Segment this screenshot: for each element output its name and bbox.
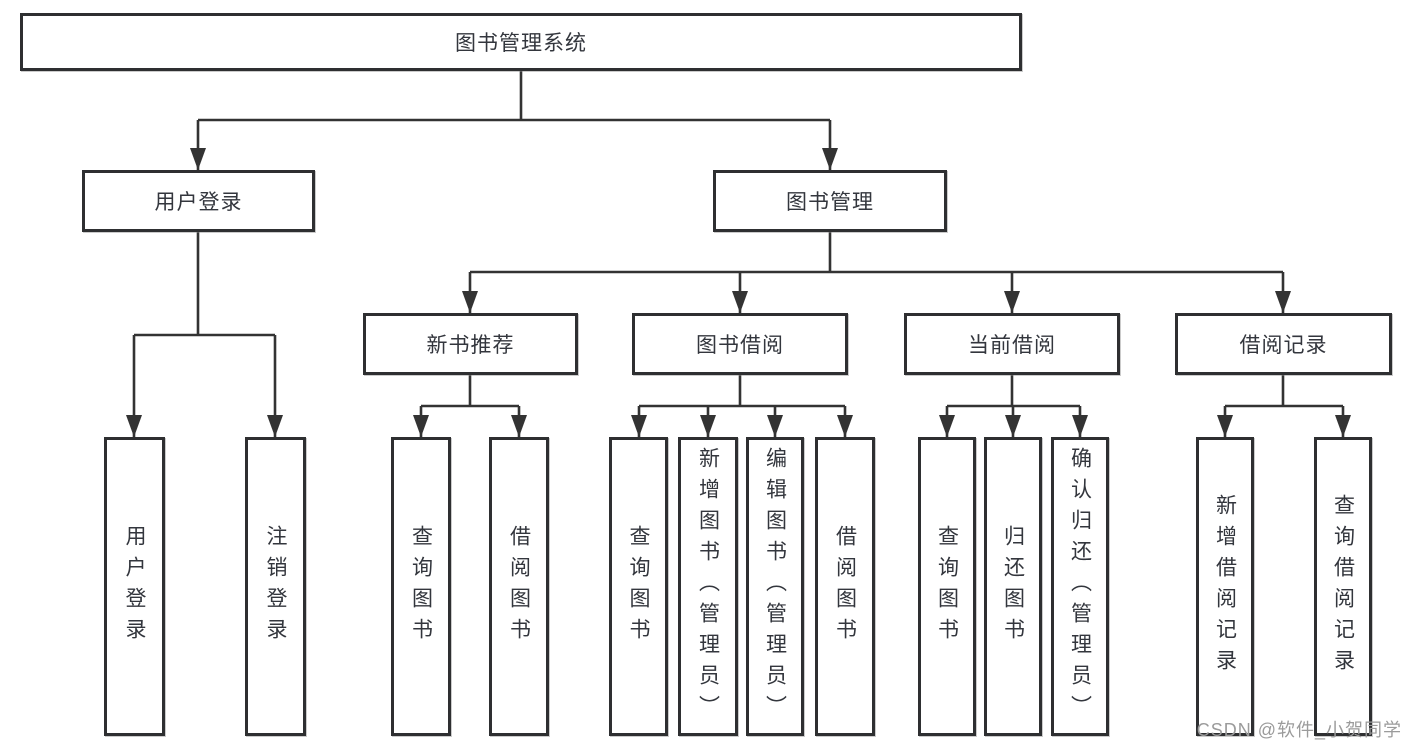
leaf-edit-books-admin: 编辑图书（管理员） [746, 437, 804, 736]
leaf-query-borrowing-record: 查询借阅记录 [1314, 437, 1372, 736]
connector-borrowing-records-children [1217, 375, 1351, 437]
node-library-management-system: 图书管理系统 [20, 13, 1022, 71]
leaf-add-books-admin: 新增图书（管理员） [678, 437, 738, 736]
connector-book-borrowing-children [631, 375, 853, 437]
leaf-logout-login: 注销登录 [245, 437, 306, 736]
leaf-query-books: 查询图书 [918, 437, 976, 736]
connector-current-borrowing-children [939, 375, 1088, 437]
connector-root-to-level2 [190, 71, 838, 170]
leaf-user-login: 用户登录 [104, 437, 165, 736]
node-user-login: 用户登录 [82, 170, 315, 232]
leaf-add-borrowing-record: 新增借阅记录 [1196, 437, 1254, 736]
node-book-management: 图书管理 [713, 170, 947, 232]
leaf-return-books: 归还图书 [984, 437, 1042, 736]
leaf-query-books: 查询图书 [391, 437, 451, 736]
leaf-borrow-books: 借阅图书 [489, 437, 549, 736]
node-borrowing-records: 借阅记录 [1175, 313, 1392, 375]
node-current-borrowing: 当前借阅 [904, 313, 1120, 375]
leaf-borrow-books: 借阅图书 [815, 437, 875, 736]
node-new-book-recommendation: 新书推荐 [363, 313, 578, 375]
leaf-query-books: 查询图书 [609, 437, 668, 736]
leaf-confirm-return-admin: 确认归还（管理员） [1051, 437, 1109, 736]
connector-user-login-children [126, 232, 283, 437]
connector-new-book-recommendation-children [413, 375, 527, 437]
connector-book-management-children [462, 232, 1291, 313]
csdn-watermark: CSDN @软件_小贺同学 [1196, 720, 1402, 740]
node-book-borrowing: 图书借阅 [632, 313, 848, 375]
